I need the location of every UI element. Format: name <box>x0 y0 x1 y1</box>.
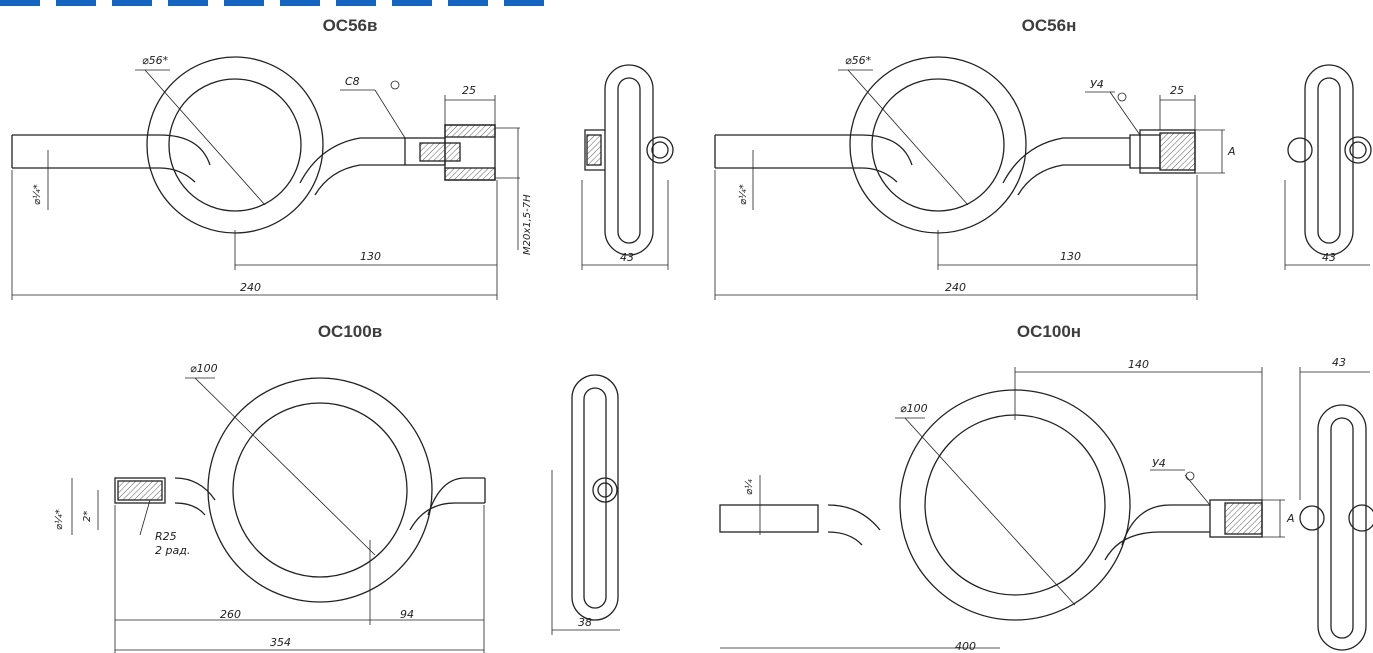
label-diameter-os56n: ⌀56* <box>845 54 872 67</box>
label-pipe-os56v: ⌀¼* <box>31 184 43 205</box>
labels-os100v: ⌀100 260 94 354 R25 2 рад. ⌀¼* 2* 38 <box>53 362 592 649</box>
label-side-os56n: 43 <box>1322 251 1336 264</box>
label-length-a-os100v: 260 <box>220 608 241 621</box>
title-os100n: ОС100н <box>1016 322 1082 341</box>
label-side-os56v: 43 <box>620 251 634 264</box>
label-pipe-os100n: ⌀¼ <box>743 479 755 495</box>
label-length-total-os56n: 240 <box>945 281 966 294</box>
labels-os100n: ⌀100 140 У4 A 400 ⌀¼ 43 <box>743 356 1346 653</box>
label-length-part-os56n: 130 <box>1060 250 1081 263</box>
drawing-os56v <box>11 56 674 300</box>
title-os56v: ОС56в <box>322 16 378 35</box>
label-pipe-os100v: ⌀¼* <box>53 509 65 530</box>
label-width-os56n: 25 <box>1170 84 1184 97</box>
label-diameter-os56v: ⌀56* <box>142 54 169 67</box>
title-os100v: ОС100в <box>317 322 383 341</box>
label-radius-note-os100v: 2 рад. <box>155 544 190 557</box>
title-os56n: ОС56н <box>1021 16 1077 35</box>
label-weld-os100n: У4 <box>1152 457 1166 470</box>
label-length-total-os100n: 400 <box>955 640 976 653</box>
drawing-os100v <box>71 374 620 653</box>
drawing-os56n <box>714 56 1372 300</box>
labels-os56v: ⌀56* С8 25 130 240 ⌀¼* M20x1,5-7H 43 <box>31 54 634 294</box>
label-pipe2-os100v: 2* <box>82 511 93 522</box>
label-weld-os56v: С8 <box>345 75 360 88</box>
label-length-part-os56v: 130 <box>360 250 381 263</box>
label-length-part-os100n: 140 <box>1128 358 1149 371</box>
label-diameter-os100n: ⌀100 <box>900 402 928 415</box>
label-a-os56n: A <box>1227 145 1236 158</box>
label-length-total-os100v: 354 <box>270 636 291 649</box>
label-pipe-os56n: ⌀¼* <box>737 184 749 205</box>
label-thread-os56v: M20x1,5-7H <box>522 194 533 255</box>
header-accent-bar <box>0 0 560 6</box>
label-a-os100n: A <box>1286 512 1295 525</box>
label-radius-os100v: R25 <box>155 530 177 543</box>
label-side-os100n: 43 <box>1332 356 1346 369</box>
label-width-os56v: 25 <box>462 84 476 97</box>
label-length-b-os100v: 94 <box>400 608 414 621</box>
label-diameter-os100v: ⌀100 <box>190 362 218 375</box>
labels-os56n: ⌀56* У4 25 A 130 240 ⌀¼* 43 <box>737 54 1336 294</box>
label-side-os100v: 38 <box>578 616 592 629</box>
drawing-os100n <box>719 367 1373 651</box>
label-weld-os56n: У4 <box>1090 78 1104 91</box>
label-length-total-os56v: 240 <box>240 281 261 294</box>
